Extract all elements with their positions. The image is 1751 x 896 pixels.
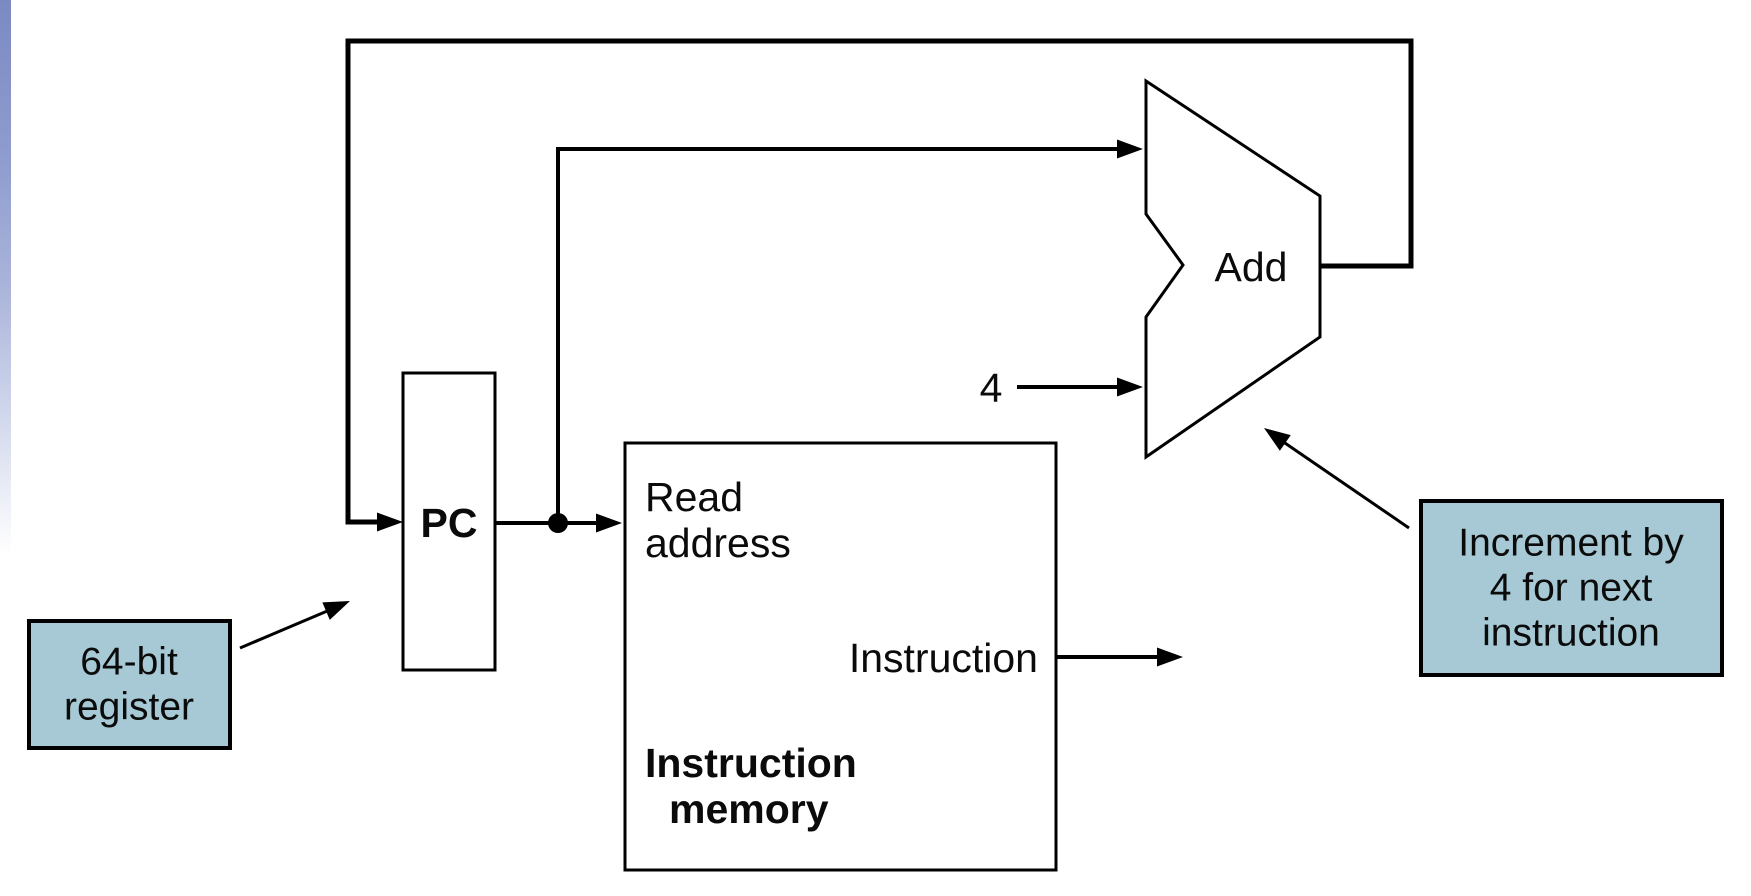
arrowhead-into-pc-icon (377, 512, 403, 532)
instruction-memory-box (623, 441, 1058, 872)
instruction-output-label: Instruction (849, 635, 1038, 681)
arrowhead-callout-increment-icon (1264, 428, 1291, 451)
pc-feedback-wire (345, 38, 1414, 525)
adder-alu-shape (1144, 78, 1322, 460)
callout-increment-text-line2: 4 for next (1490, 567, 1653, 610)
callout-increment-text-line3: instruction (1482, 612, 1660, 655)
read-address-label-line1: Read (645, 474, 743, 520)
arrowhead-instruction-output-icon (1157, 647, 1183, 667)
callout-increment-arrow-line (1281, 439, 1410, 530)
callout-register-text-line2: register (64, 686, 194, 729)
callout-register-arrow-line (239, 607, 333, 650)
pc-register-box (401, 371, 497, 672)
constant-4-label: 4 (980, 365, 1003, 411)
arrowhead-into-adder-top-icon (1117, 139, 1143, 159)
read-address-label-line2: address (645, 520, 791, 566)
slide-edge-gradient-bar (0, 0, 11, 896)
arrowhead-into-adder-bottom-icon (1117, 377, 1143, 397)
pc-to-adder-wire (556, 147, 1130, 523)
callout-increment-text-line1: Increment by (1458, 522, 1684, 565)
callout-register-text-line1: 64-bit (80, 641, 178, 684)
arrowhead-into-instruction-memory-icon (596, 513, 622, 533)
instruction-memory-name-line1: Instruction (645, 740, 857, 786)
pc-label: PC (421, 500, 478, 546)
arrowhead-callout-register-icon (322, 601, 350, 620)
callout-64bit-register-box (27, 619, 232, 750)
adder-label: Add (1215, 244, 1288, 290)
instruction-memory-name-line2: memory (669, 786, 829, 832)
callout-increment-box (1419, 499, 1724, 677)
